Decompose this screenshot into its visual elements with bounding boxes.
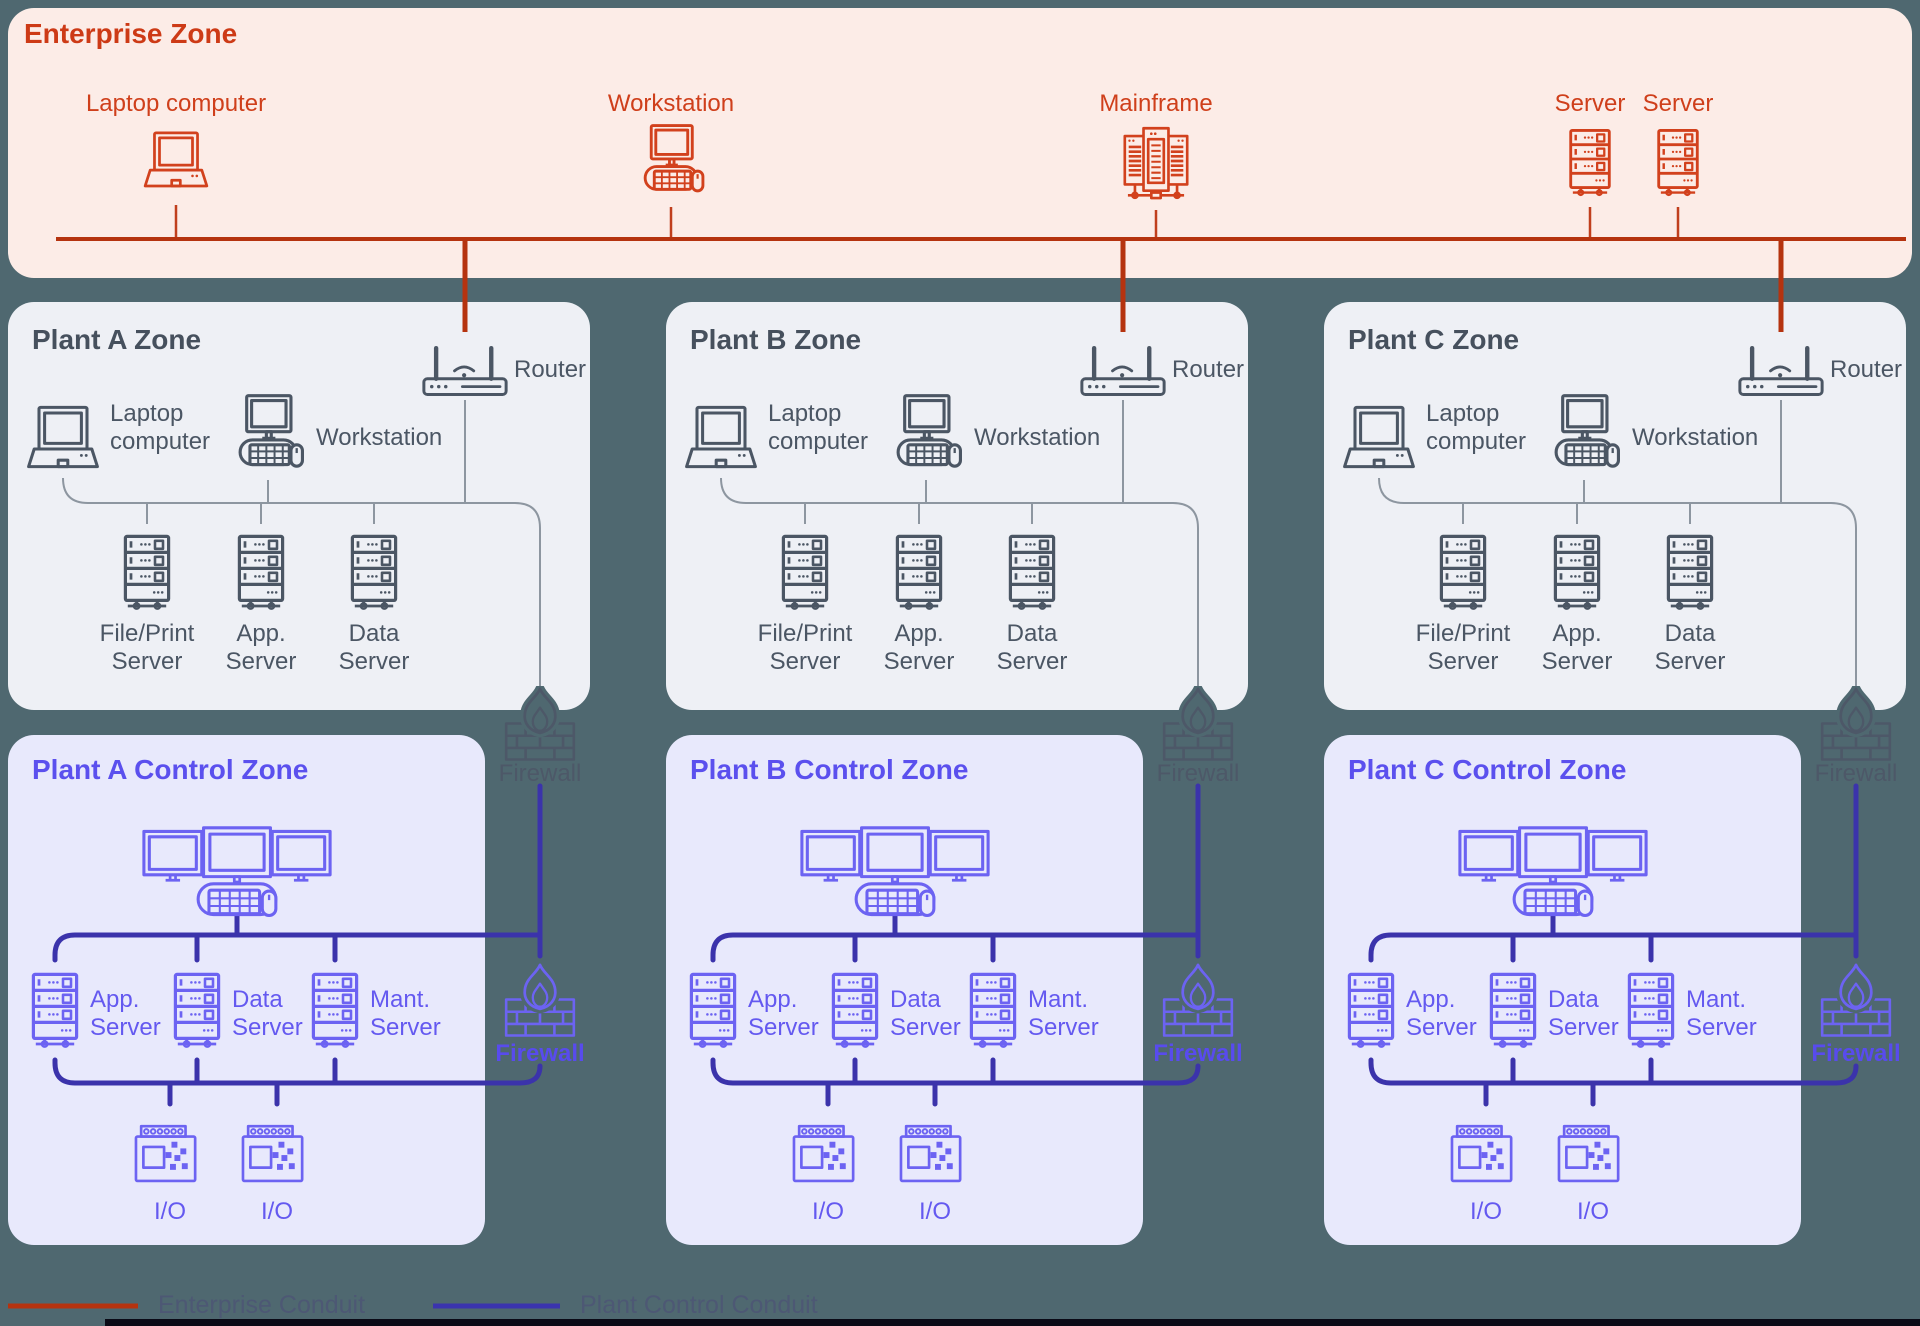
firewall-icon bbox=[1162, 686, 1234, 761]
firewall-label: Firewall bbox=[495, 1040, 585, 1067]
firewall-label: Firewall bbox=[1153, 1040, 1243, 1067]
workstation-label: Workstation bbox=[974, 424, 1101, 451]
control-station-monitors-icon bbox=[1458, 826, 1648, 920]
laptop-label: Laptop computer bbox=[110, 400, 211, 455]
data-server-label: Data Server bbox=[890, 986, 961, 1041]
io-label: I/O bbox=[811, 1198, 844, 1225]
firewall-icon bbox=[1162, 962, 1234, 1037]
router-label: Router bbox=[1172, 356, 1245, 383]
enterprise-server-2-label: Server bbox=[1642, 90, 1714, 117]
router-icon bbox=[421, 342, 509, 398]
server-icon bbox=[119, 534, 175, 614]
io-label: I/O bbox=[918, 1198, 951, 1225]
workstation-icon bbox=[885, 394, 967, 476]
legend-enterprise-conduit-label: Enterprise Conduit bbox=[158, 1291, 366, 1319]
plant-zone-title: Plant A Zone bbox=[32, 324, 202, 355]
server-icon bbox=[777, 534, 833, 614]
server-icon bbox=[1623, 972, 1679, 1052]
data-server-label: Data Server bbox=[996, 620, 1068, 675]
mant-server-label: Mant. Server bbox=[1028, 986, 1099, 1041]
app-server-label: App. Server bbox=[90, 986, 161, 1041]
control-zone-title: Plant C Control Zone bbox=[1348, 754, 1627, 785]
firewall-icon bbox=[504, 686, 576, 761]
server-icon bbox=[169, 972, 225, 1052]
enterprise-mainframe-label: Mainframe bbox=[1099, 90, 1213, 117]
server-icon bbox=[891, 534, 947, 614]
plant-b-column: Plant B Zone Router Laptop computer Work… bbox=[666, 0, 1316, 1326]
data-server-label: Data Server bbox=[1654, 620, 1726, 675]
laptop-icon bbox=[1339, 404, 1419, 478]
enterprise-server-1-label: Server bbox=[1554, 90, 1626, 117]
firewall-label: Firewall bbox=[1811, 1040, 1901, 1067]
io-module-icon bbox=[791, 1124, 865, 1195]
server-icon bbox=[1435, 534, 1491, 614]
server-icon bbox=[965, 972, 1021, 1052]
io-module-icon bbox=[1556, 1124, 1630, 1195]
plant-a-column: Plant A Zone Router Laptop computer Work… bbox=[8, 0, 658, 1326]
firewall-icon bbox=[1820, 962, 1892, 1037]
server-icon bbox=[1343, 972, 1399, 1052]
router-label: Router bbox=[1830, 356, 1903, 383]
server-icon bbox=[346, 534, 402, 614]
data-server-label: Data Server bbox=[232, 986, 303, 1041]
router-icon bbox=[1737, 342, 1825, 398]
app-server-label: App. Server bbox=[1541, 620, 1613, 675]
bottom-edge-bar bbox=[105, 1319, 1920, 1326]
io-label: I/O bbox=[153, 1198, 186, 1225]
plant-c-column: Plant C Zone Router Laptop computer Work… bbox=[1324, 0, 1920, 1326]
file-print-server-label: File/Print Server bbox=[1415, 620, 1511, 675]
app-server-label: App. Server bbox=[225, 620, 297, 675]
app-server-label: App. Server bbox=[1406, 986, 1477, 1041]
app-server-label: App. Server bbox=[748, 986, 819, 1041]
server-icon bbox=[27, 972, 83, 1052]
file-print-server-label: File/Print Server bbox=[99, 620, 195, 675]
plant-zone-title: Plant C Zone bbox=[1348, 324, 1520, 355]
server-icon bbox=[233, 534, 289, 614]
enterprise-workstation-label: Workstation bbox=[607, 90, 735, 117]
firewall-label: Firewall bbox=[1156, 760, 1240, 787]
data-server-label: Data Server bbox=[338, 620, 410, 675]
io-label: I/O bbox=[1576, 1198, 1609, 1225]
io-module-icon bbox=[240, 1124, 314, 1195]
laptop-label: Laptop computer bbox=[768, 400, 869, 455]
control-zone-title: Plant B Control Zone bbox=[690, 754, 969, 785]
io-label: I/O bbox=[260, 1198, 293, 1225]
control-station-monitors-icon bbox=[142, 826, 332, 920]
laptop-label: Laptop computer bbox=[1426, 400, 1527, 455]
server-icon bbox=[1549, 534, 1605, 614]
file-print-server-label: File/Print Server bbox=[757, 620, 853, 675]
data-server-label: Data Server bbox=[1548, 986, 1619, 1041]
firewall-label: Firewall bbox=[498, 760, 582, 787]
router-icon bbox=[1079, 342, 1167, 398]
router-label: Router bbox=[514, 356, 587, 383]
legend-plant-control-conduit-label: Plant Control Conduit bbox=[580, 1291, 818, 1319]
server-icon bbox=[1004, 534, 1060, 614]
control-station-monitors-icon bbox=[800, 826, 990, 920]
control-zone-title: Plant A Control Zone bbox=[32, 754, 309, 785]
server-icon bbox=[1662, 534, 1718, 614]
firewall-icon bbox=[504, 962, 576, 1037]
server-icon bbox=[827, 972, 883, 1052]
workstation-icon bbox=[227, 394, 309, 476]
workstation-icon bbox=[1543, 394, 1625, 476]
app-server-label: App. Server bbox=[883, 620, 955, 675]
firewall-icon bbox=[1820, 686, 1892, 761]
firewall-label: Firewall bbox=[1814, 760, 1898, 787]
laptop-icon bbox=[23, 404, 103, 478]
server-icon bbox=[1485, 972, 1541, 1052]
server-icon bbox=[685, 972, 741, 1052]
io-label: I/O bbox=[1469, 1198, 1502, 1225]
mant-server-label: Mant. Server bbox=[1686, 986, 1757, 1041]
enterprise-zone-title: Enterprise Zone bbox=[24, 18, 238, 49]
workstation-label: Workstation bbox=[316, 424, 443, 451]
mant-server-label: Mant. Server bbox=[370, 986, 441, 1041]
laptop-icon bbox=[681, 404, 761, 478]
server-icon bbox=[307, 972, 363, 1052]
io-module-icon bbox=[1449, 1124, 1523, 1195]
plant-zone-title: Plant B Zone bbox=[690, 324, 862, 355]
enterprise-laptop-label: Laptop computer bbox=[85, 90, 267, 117]
io-module-icon bbox=[898, 1124, 972, 1195]
workstation-label: Workstation bbox=[1632, 424, 1759, 451]
io-module-icon bbox=[133, 1124, 207, 1195]
